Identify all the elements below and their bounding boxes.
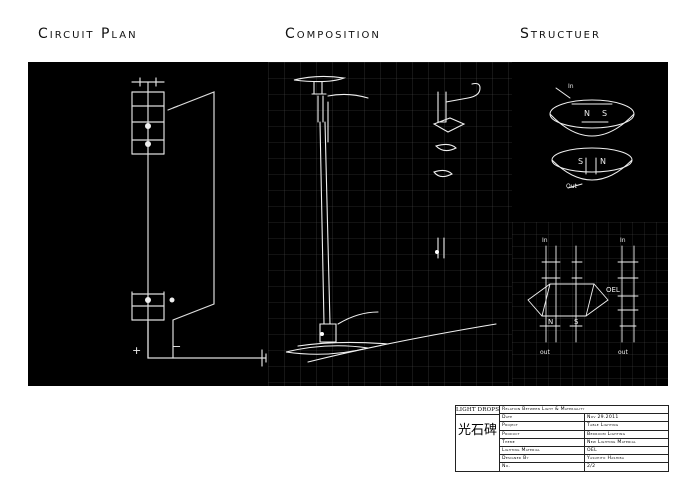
title-block-header-row: Relation Between Light & Materiality xyxy=(500,406,668,415)
structure-heading: Structuer xyxy=(520,26,601,42)
in-label-b: In xyxy=(620,237,626,244)
n-label-1: N xyxy=(584,109,590,118)
row-value: Nov 29.2011 xyxy=(587,415,619,421)
title-block-table: Relation Between Light & Materiality Dat… xyxy=(500,406,668,471)
structure-sketch-bottom: In In OEL N S out out xyxy=(512,222,668,386)
row-key: Product xyxy=(500,430,585,438)
structure-drawing-top: In N S S N Out xyxy=(549,83,635,190)
plus-label: + xyxy=(132,344,141,357)
row-value: Table Lighting xyxy=(587,423,619,429)
logo-kanji: 光石碑 xyxy=(457,423,497,438)
title-block-row: Designed By Yasuhito Hashiba xyxy=(500,455,668,464)
structure-sketch-top: In N S S N Out xyxy=(512,62,668,222)
row-key: Lighting Material xyxy=(500,446,585,455)
title-block-row: Project Table Lighting xyxy=(500,422,668,431)
row-key: No. xyxy=(500,463,585,471)
struct-out-label: Out xyxy=(566,183,578,190)
out-label-a: out xyxy=(540,349,550,356)
n-label-2: N xyxy=(600,157,606,166)
s-label-3: S xyxy=(574,318,579,326)
struct-in-label: In xyxy=(568,83,574,90)
minus-label: − xyxy=(172,340,181,353)
title-block-row: Product Bedroom Lighting xyxy=(500,430,668,439)
row-key: Designed By xyxy=(500,455,585,463)
row-key: Date xyxy=(500,414,585,422)
n-label-3: N xyxy=(548,318,553,326)
title-block-row: Theme New Lighting Material xyxy=(500,438,668,447)
row-value: Yasuhito Hashiba xyxy=(587,456,625,462)
row-value: 2/2 xyxy=(587,464,596,470)
composition-drawing xyxy=(268,62,512,386)
title-block-row: No. 2/2 xyxy=(500,463,668,471)
circuit-plan-sketch: + − xyxy=(28,62,268,386)
s-label-1: S xyxy=(602,109,607,118)
circuit-plan-heading: Circuit Plan xyxy=(38,26,138,42)
logo-text: LIGHT DROPS xyxy=(456,407,500,415)
composition-sketch xyxy=(268,62,512,386)
row-value: Bedroom Lighting xyxy=(587,431,626,437)
title-block-header: Relation Between Light & Materiality xyxy=(502,407,585,412)
oel-label: OEL xyxy=(606,286,620,294)
out-label-b: out xyxy=(618,349,628,356)
title-block-logo: LIGHT DROPS 光石碑 xyxy=(456,406,500,471)
row-value: New Lighting Material xyxy=(587,439,637,445)
s-label-2: S xyxy=(578,157,583,166)
row-key: Theme xyxy=(500,438,585,446)
circuit-plan-drawing: + − xyxy=(131,77,267,367)
row-key: Project xyxy=(500,422,585,430)
title-block-row: Lighting Material OEL xyxy=(500,446,668,456)
structure-drawing-bottom: In In OEL N S out out xyxy=(512,222,668,386)
title-block-row: Date Nov 29.2011 xyxy=(500,414,668,423)
in-label-a: In xyxy=(542,237,548,244)
title-block: LIGHT DROPS 光石碑 Relation Between Light &… xyxy=(455,405,669,472)
row-value: OEL xyxy=(587,447,597,453)
composition-heading: Composition xyxy=(285,26,381,42)
